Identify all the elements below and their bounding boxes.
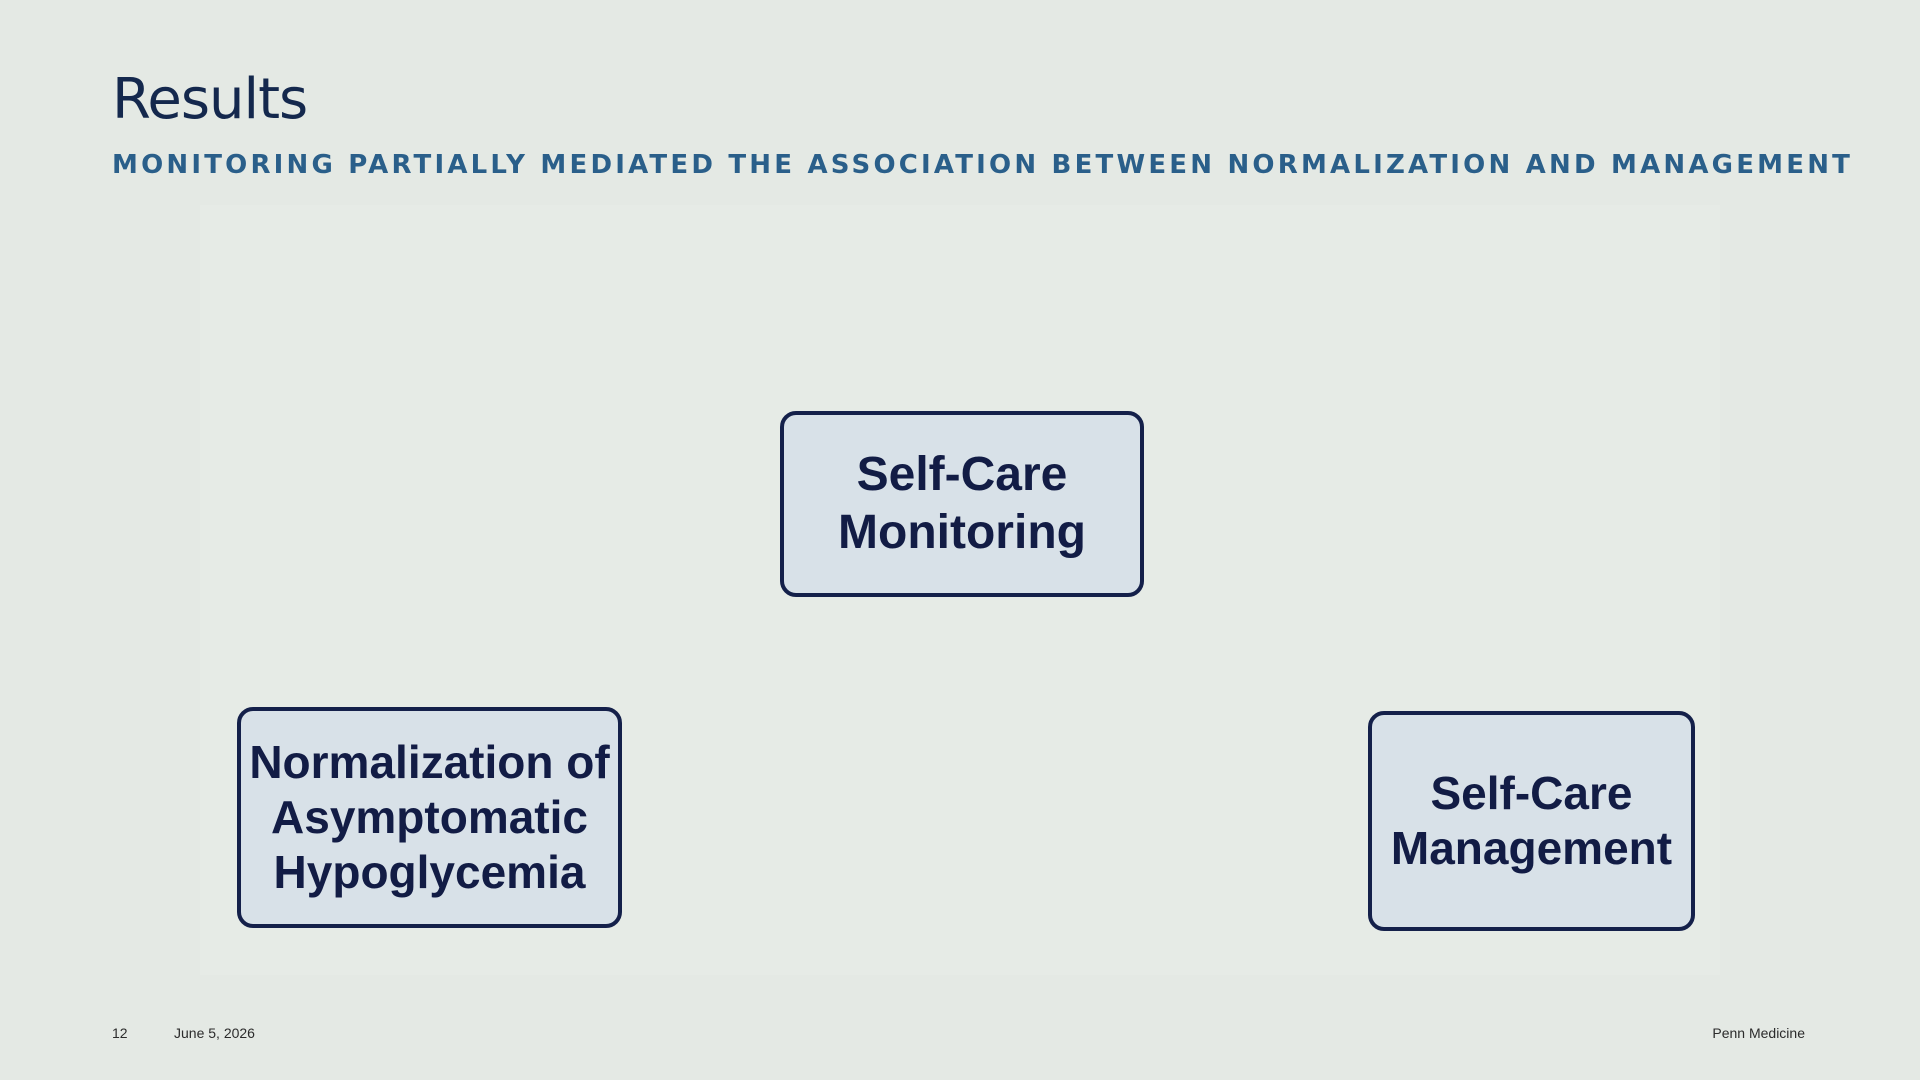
node-label-line: Monitoring xyxy=(838,506,1086,559)
node-normalization-hypoglycemia: Normalization of Asymptomatic Hypoglycem… xyxy=(237,707,622,928)
node-label-line: Normalization of xyxy=(249,735,610,788)
slide-title: Results xyxy=(112,67,308,132)
footer-page-number: 12 xyxy=(112,1025,128,1041)
node-self-care-monitoring: Self-Care Monitoring xyxy=(780,411,1144,597)
footer-brand: Penn Medicine xyxy=(1712,1025,1805,1041)
node-self-care-management: Self-Care Management xyxy=(1368,711,1695,931)
node-label-line: Hypoglycemia xyxy=(273,846,586,899)
footer-date: June 5, 2026 xyxy=(174,1025,255,1041)
slide-subtitle: MONITORING PARTIALLY MEDIATED THE ASSOCI… xyxy=(112,150,1854,180)
node-label-line: Asymptomatic xyxy=(271,790,588,843)
node-label-line: Self-Care xyxy=(1430,766,1633,819)
node-label-line: Self-Care xyxy=(856,448,1068,502)
node-label-line: Management xyxy=(1390,822,1673,874)
